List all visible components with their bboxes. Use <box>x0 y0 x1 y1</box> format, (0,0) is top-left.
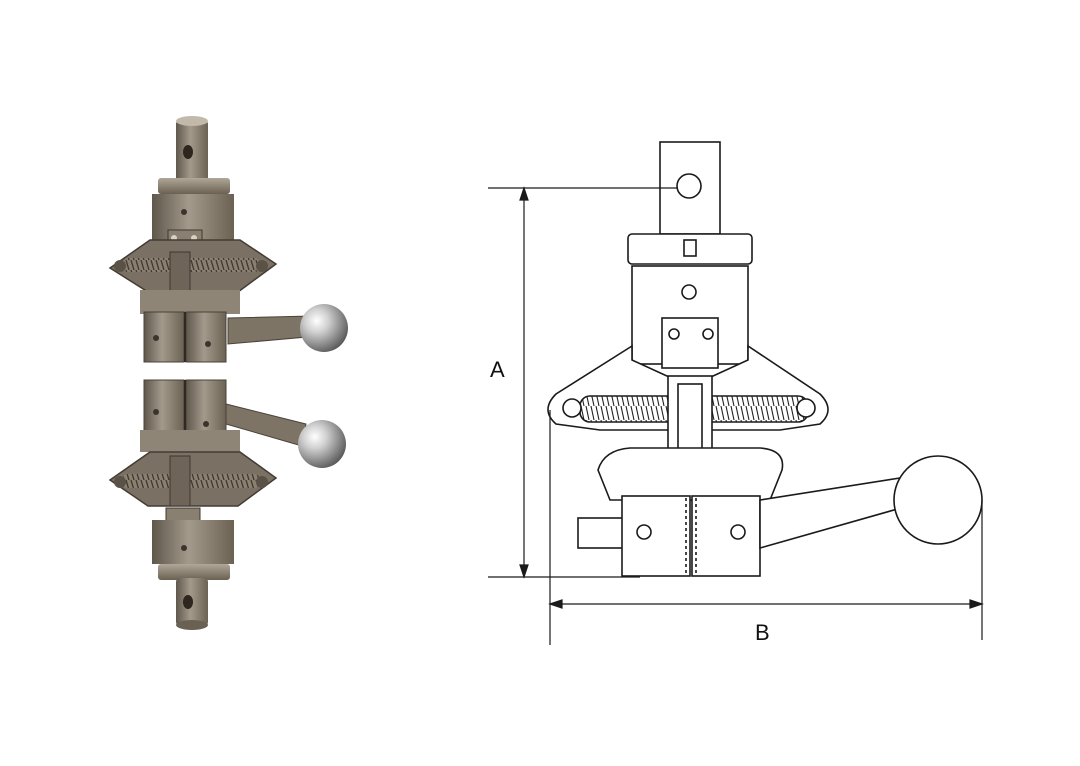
drawing-spring-end-left <box>562 398 582 418</box>
lower-central-link <box>169 455 191 507</box>
lower-spring-end-right <box>256 476 268 488</box>
drawing-link-pin-left <box>668 328 680 340</box>
lower-jaw-screw-left <box>153 409 159 415</box>
lower-jaw-screw-right <box>203 421 209 427</box>
dim-b-arrow-left <box>548 599 563 609</box>
upper-jaw-body <box>140 290 240 314</box>
drawing-handle-arm <box>759 477 909 550</box>
dim-a-arrow-top <box>519 186 529 201</box>
upper-spring-end-right <box>256 260 268 272</box>
upper-lock-nut <box>158 178 230 194</box>
dimension-lines <box>488 186 984 645</box>
lower-lock-nut <box>158 564 230 580</box>
lower-pin-bottom <box>176 620 208 630</box>
upper-jaw-screw-left <box>153 335 159 341</box>
lower-spring-end-left <box>114 476 126 488</box>
upper-spring-end-left <box>114 260 126 272</box>
drawing-jaw-hole-left <box>636 524 652 540</box>
dim-b-arrow-right <box>969 599 984 609</box>
lower-body-block <box>152 520 234 564</box>
drawing-body-hole <box>681 284 697 300</box>
drawing-handle-ball <box>893 455 983 545</box>
drawing-tab-hole <box>676 173 702 199</box>
upper-pin-top <box>176 116 208 126</box>
lower-jaw-body <box>140 430 240 452</box>
drawing-nut-key <box>683 239 697 257</box>
drawing-link-plate <box>661 317 719 369</box>
upper-jaw-right <box>185 311 227 363</box>
lower-pin-hole <box>183 595 193 609</box>
dimension-label-a: A <box>490 357 505 382</box>
upper-grip-render <box>108 116 348 363</box>
drawing-jaw-right <box>691 495 761 577</box>
drawing-jaw-hole-right <box>730 524 746 540</box>
upper-body-screw <box>181 209 187 215</box>
upper-pin-hole <box>183 145 193 159</box>
lower-body-screw <box>181 545 187 551</box>
drawing-spring-end-right <box>796 398 816 418</box>
dim-a-arrow-bottom <box>519 564 529 579</box>
dimension-label-b: B <box>755 620 770 645</box>
lower-handle-ball <box>298 420 346 468</box>
drawing-jaw-body <box>597 447 784 501</box>
drawing-stop-pin <box>577 517 625 549</box>
grip-line-drawing <box>547 141 983 577</box>
upper-jaw-left <box>143 311 185 363</box>
upper-jaw-screw-right <box>205 341 211 347</box>
lower-spring <box>122 474 260 488</box>
upper-handle-ball <box>300 304 348 352</box>
lower-jaw-left <box>143 379 185 433</box>
drawing-central-link <box>667 375 713 461</box>
grip-render-pair <box>108 116 348 630</box>
lower-grip-render <box>108 379 346 630</box>
upper-spring <box>122 258 260 272</box>
drawing-link-pin-right <box>702 328 714 340</box>
drawing-jaw-left <box>621 495 691 577</box>
